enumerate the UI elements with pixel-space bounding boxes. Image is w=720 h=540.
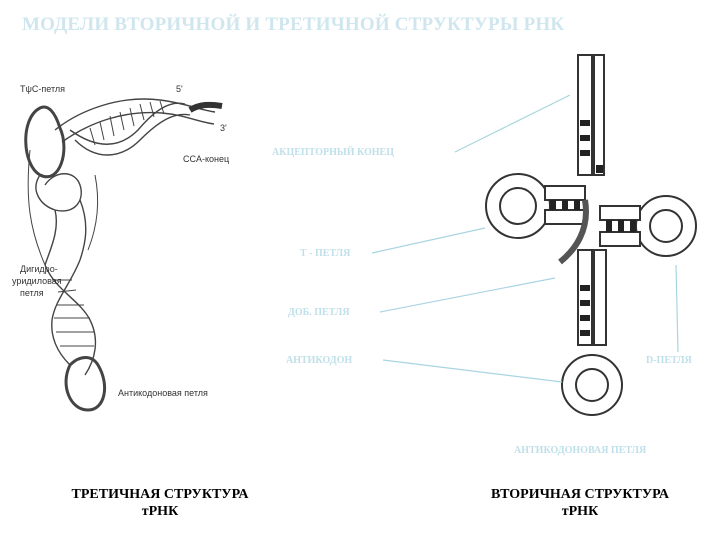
tertiary-caption-line1: ТРЕТИЧНАЯ СТРУКТУРА bbox=[20, 486, 300, 503]
secondary-caption-line2: тРНК bbox=[440, 503, 720, 520]
d-loop-label: D-ПЕТЛЯ bbox=[646, 355, 692, 366]
secondary-caption-line1: ВТОРИЧНАЯ СТРУКТУРА bbox=[440, 486, 720, 503]
tertiary-caption: ТРЕТИЧНАЯ СТРУКТУРА тРНК bbox=[20, 486, 300, 520]
anticodon-loop-label-secondary: АНТИКОДОНОВАЯ ПЕТЛЯ bbox=[514, 445, 646, 456]
secondary-caption: ВТОРИЧНАЯ СТРУКТУРА тРНК bbox=[440, 486, 720, 520]
anticodon-label: АНТИКОДОН bbox=[286, 355, 352, 366]
acceptor-end-label: АКЦЕПТОРНЫЙ КОНЕЦ bbox=[272, 147, 394, 158]
t-loop-label: Т - ПЕТЛЯ bbox=[300, 248, 350, 259]
extra-loop-label: ДОБ. ПЕТЛЯ bbox=[288, 307, 350, 318]
tertiary-caption-line2: тРНК bbox=[20, 503, 300, 520]
